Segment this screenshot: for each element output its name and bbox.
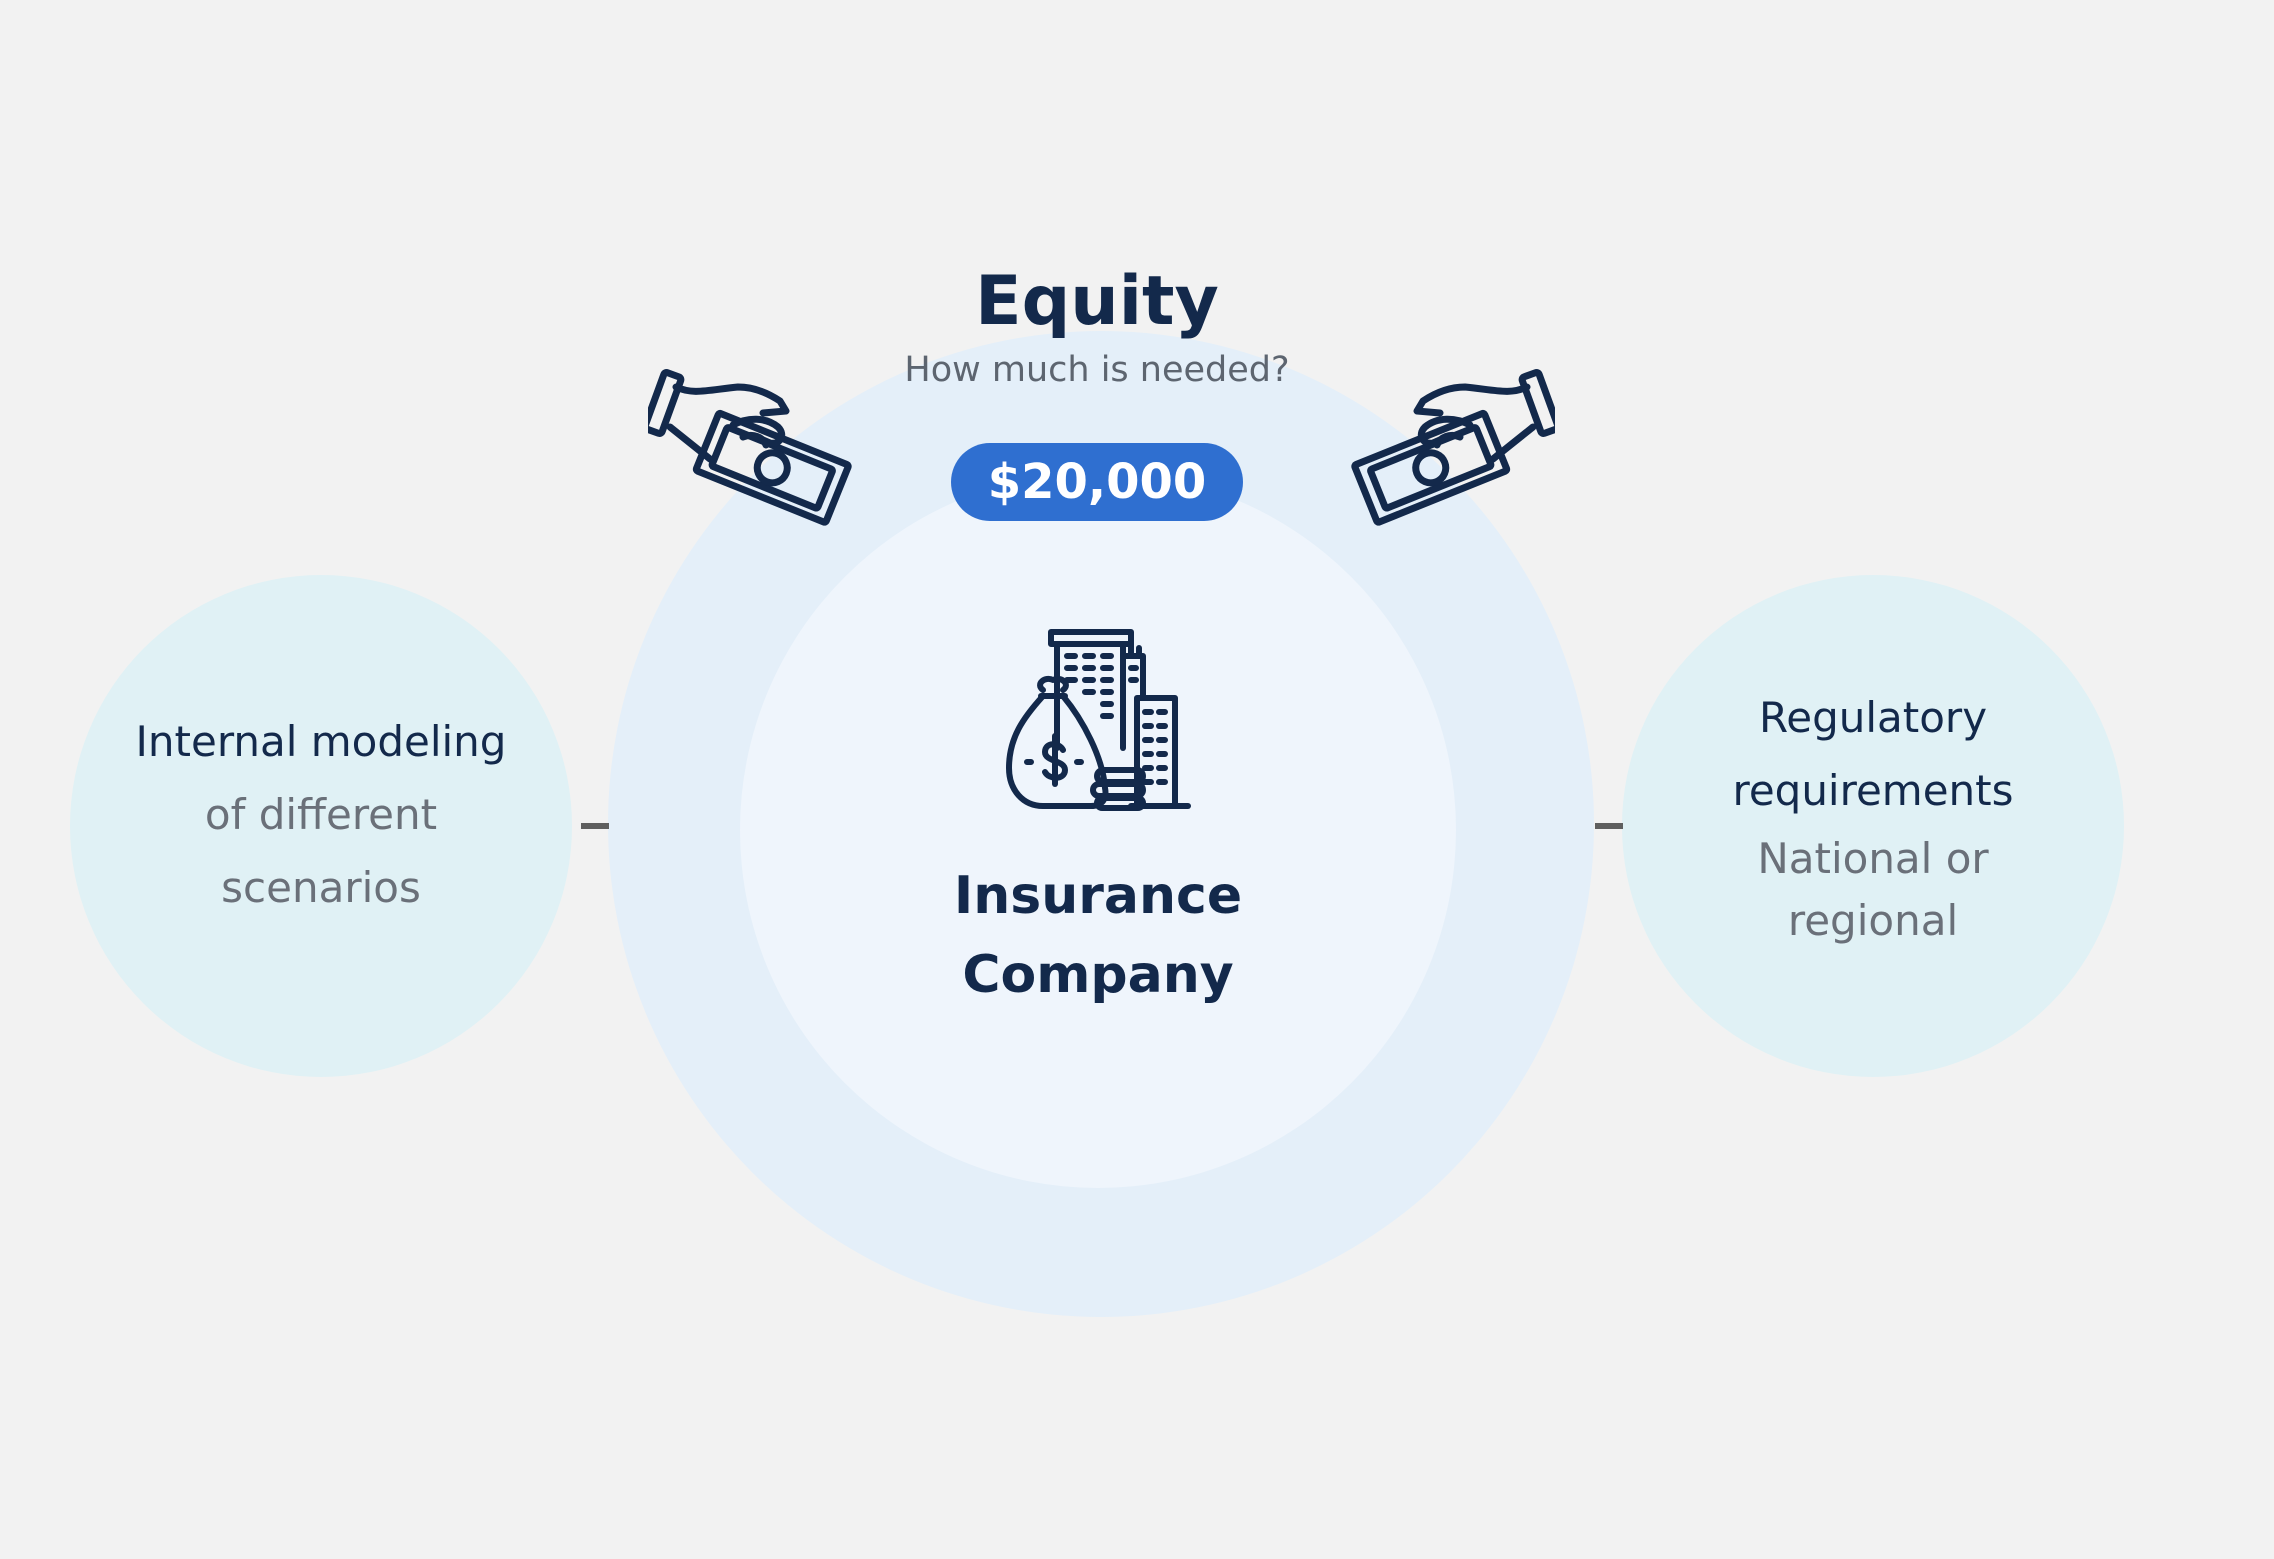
regulatory-requirements-circle xyxy=(1622,575,2124,1077)
hand-giving-money-icon xyxy=(1345,365,1555,527)
equity-amount-badge: $20,000 xyxy=(951,443,1243,521)
internal-modeling-circle xyxy=(70,575,572,1077)
money-bag-buildings-icon xyxy=(1003,628,1193,812)
internal-modeling-subtext-1: of different xyxy=(204,790,438,839)
regulatory-subtext-2: regional xyxy=(1787,896,1959,945)
internal-modeling-title: Internal modeling xyxy=(135,717,507,766)
equity-subtitle: How much is needed? xyxy=(904,350,1290,390)
hand-giving-money-icon xyxy=(648,365,858,527)
regulatory-title-2: requirements xyxy=(1732,766,2014,815)
right-connector xyxy=(1595,823,1623,829)
insurance-company-circle xyxy=(740,472,1456,1188)
regulatory-title-1: Regulatory xyxy=(1758,693,1988,742)
insurance-label: Insurance xyxy=(953,866,1243,926)
equity-title: Equity xyxy=(975,262,1219,341)
left-connector xyxy=(581,823,609,829)
company-label: Company xyxy=(962,945,1234,1005)
regulatory-subtext-1: National or xyxy=(1757,834,1989,883)
internal-modeling-subtext-2: scenarios xyxy=(221,863,421,912)
